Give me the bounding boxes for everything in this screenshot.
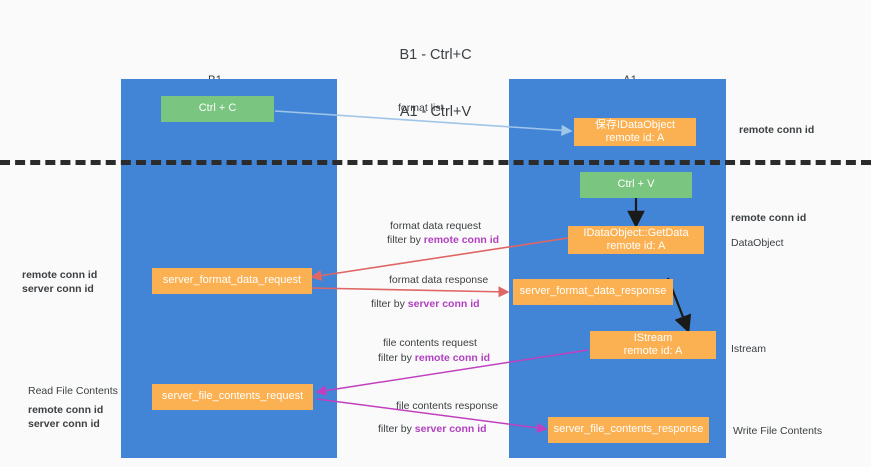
filter-key-remote-conn-id: remote conn id bbox=[414, 352, 491, 364]
filter-prefix: filter by bbox=[387, 234, 424, 246]
filter-key-server-conn-id: server conn id bbox=[407, 298, 480, 310]
box-idataobject-getdata[interactable]: IDataObject::GetData remote id: A bbox=[568, 226, 704, 254]
box-getdata-line1: IDataObject::GetData bbox=[583, 226, 689, 239]
annotation-server-conn-id-left-bottom: server conn id bbox=[28, 418, 100, 430]
label-format-list: format list bbox=[398, 102, 444, 114]
annotation-remote-conn-id-top: remote conn id bbox=[739, 124, 815, 136]
label-format-data-request: format data request bbox=[390, 220, 482, 232]
filter-key-remote-conn-id: remote conn id bbox=[423, 234, 500, 246]
label-file-contents-request: file contents request bbox=[383, 337, 477, 349]
box-save-idataobject-line1: 保存IDataObject bbox=[594, 118, 676, 131]
label-file-contents-response: file contents response bbox=[396, 400, 499, 412]
arrow-format-data-response bbox=[311, 286, 510, 298]
label-format-data-response-filter: filter by server conn id bbox=[371, 298, 480, 311]
box-istream[interactable]: IStream remote id: A bbox=[590, 331, 716, 359]
box-server-file-contents-request[interactable]: server_file_contents_request bbox=[152, 384, 313, 410]
box-save-idataobject-line2: remote id: A bbox=[605, 132, 665, 144]
annotation-server-conn-id-left-mid: server conn id bbox=[22, 283, 94, 295]
annotation-istream: Istream bbox=[731, 343, 767, 355]
annotation-write-file-contents: Write File Contents bbox=[733, 425, 823, 437]
annotation-dataobject: DataObject bbox=[731, 237, 784, 249]
title-line-1: B1 - Ctrl+C bbox=[399, 47, 472, 63]
label-file-contents-response-filter: filter by server conn id bbox=[378, 423, 487, 436]
label-format-data-request-filter: filter by remote conn id bbox=[387, 234, 499, 247]
annotation-read-file-contents: Read File Contents bbox=[28, 385, 118, 397]
label-format-data-response: format data response bbox=[389, 274, 489, 286]
filter-prefix: filter by bbox=[378, 423, 415, 435]
filter-prefix: filter by bbox=[371, 298, 408, 310]
filter-key-server-conn-id: server conn id bbox=[414, 423, 487, 435]
box-ctrl-c[interactable]: Ctrl + C bbox=[161, 96, 274, 122]
box-server-format-data-response[interactable]: server_format_data_response bbox=[513, 279, 673, 305]
box-server-file-contents-response[interactable]: server_file_contents_response bbox=[548, 417, 709, 443]
box-istream-line1: IStream bbox=[633, 331, 673, 344]
box-istream-line2: remote id: A bbox=[623, 345, 683, 357]
box-ctrl-v[interactable]: Ctrl + V bbox=[580, 172, 692, 198]
filter-prefix: filter by bbox=[378, 352, 415, 364]
annotation-remote-conn-id-left-bottom: remote conn id bbox=[28, 404, 104, 416]
box-getdata-line2: remote id: A bbox=[606, 240, 666, 252]
label-file-contents-request-filter: filter by remote conn id bbox=[378, 352, 490, 365]
box-server-format-data-request[interactable]: server_format_data_request bbox=[152, 268, 312, 294]
annotation-remote-conn-id-left-mid: remote conn id bbox=[22, 269, 98, 281]
section-divider bbox=[0, 160, 871, 165]
box-save-idataobject[interactable]: 保存IDataObject remote id: A bbox=[574, 118, 696, 146]
annotation-remote-conn-id-mid: remote conn id bbox=[731, 212, 807, 224]
